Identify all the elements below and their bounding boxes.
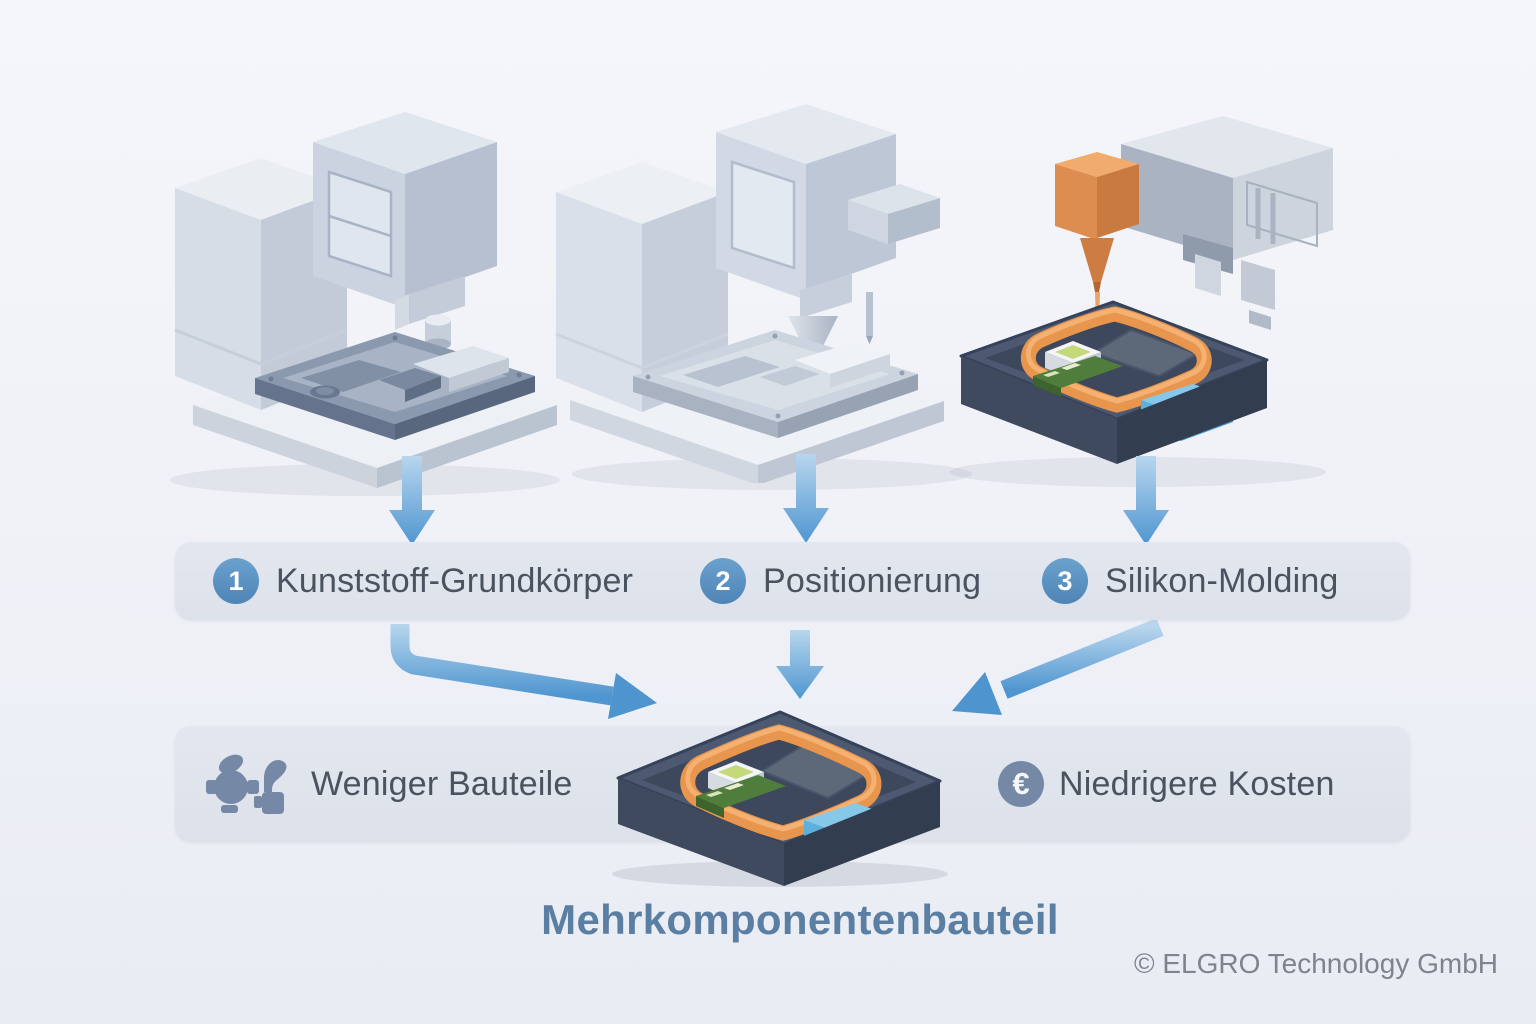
- multi-component-part-illustration: [612, 710, 948, 887]
- machine2-positioned-workpiece: [633, 330, 918, 438]
- benefit-lower-costs: € Niedrigere Kosten: [998, 726, 1335, 842]
- euro-coin-icon: €: [998, 761, 1044, 807]
- step-3-number-badge: 3: [1042, 558, 1088, 604]
- components-icon: [206, 754, 287, 814]
- step-2: 2 Positionierung: [700, 542, 981, 620]
- housing-with-silicone-gasket: [959, 300, 1269, 464]
- down-arrow-step2-icon: [783, 454, 829, 543]
- step-2-number-badge: 2: [700, 558, 746, 604]
- machine1-spindle: [395, 276, 465, 382]
- down-arrow-step3-icon: [1123, 456, 1169, 545]
- step-3-label: Silikon-Molding: [1105, 561, 1339, 600]
- cnc-milling-machine-1-illustration: [174, 112, 557, 488]
- dispenser-head-unit: [1121, 116, 1333, 330]
- benefit-lower-costs-label: Niedrigere Kosten: [1059, 764, 1335, 803]
- down-arrow-step1-icon: [389, 456, 435, 545]
- orange-dispensing-nozzle: [1055, 152, 1139, 340]
- result-title: Mehrkomponentenbauteil: [541, 896, 1059, 943]
- converge-arrow-right-icon: [952, 618, 1164, 715]
- copyright-text: © ELGRO Technology GmbH: [1133, 948, 1498, 979]
- step-1-label: Kunststoff-Grundkörper: [276, 561, 634, 600]
- benefit-fewer-parts: Weniger Bauteile: [204, 726, 573, 842]
- machine1-milled-workpiece: [255, 332, 535, 440]
- step-1: 1 Kunststoff-Grundkörper: [213, 542, 633, 620]
- step-3: 3 Silikon-Molding: [1042, 542, 1339, 620]
- euro-symbol: €: [1012, 766, 1030, 801]
- cnc-milling-machine-2-illustration: [555, 104, 944, 483]
- step-1-number-badge: 1: [213, 558, 259, 604]
- converge-arrow-left-icon: [390, 624, 657, 719]
- machine1-head-tower: [313, 112, 497, 308]
- machine2-head-tower: [716, 104, 940, 300]
- converge-arrow-center-icon: [776, 630, 824, 699]
- benefit-fewer-parts-label: Weniger Bauteile: [311, 764, 573, 803]
- step-2-label: Positionierung: [763, 561, 982, 600]
- process-steps-bar: [175, 542, 1410, 620]
- silicone-dispensing-machine-illustration: [959, 116, 1333, 464]
